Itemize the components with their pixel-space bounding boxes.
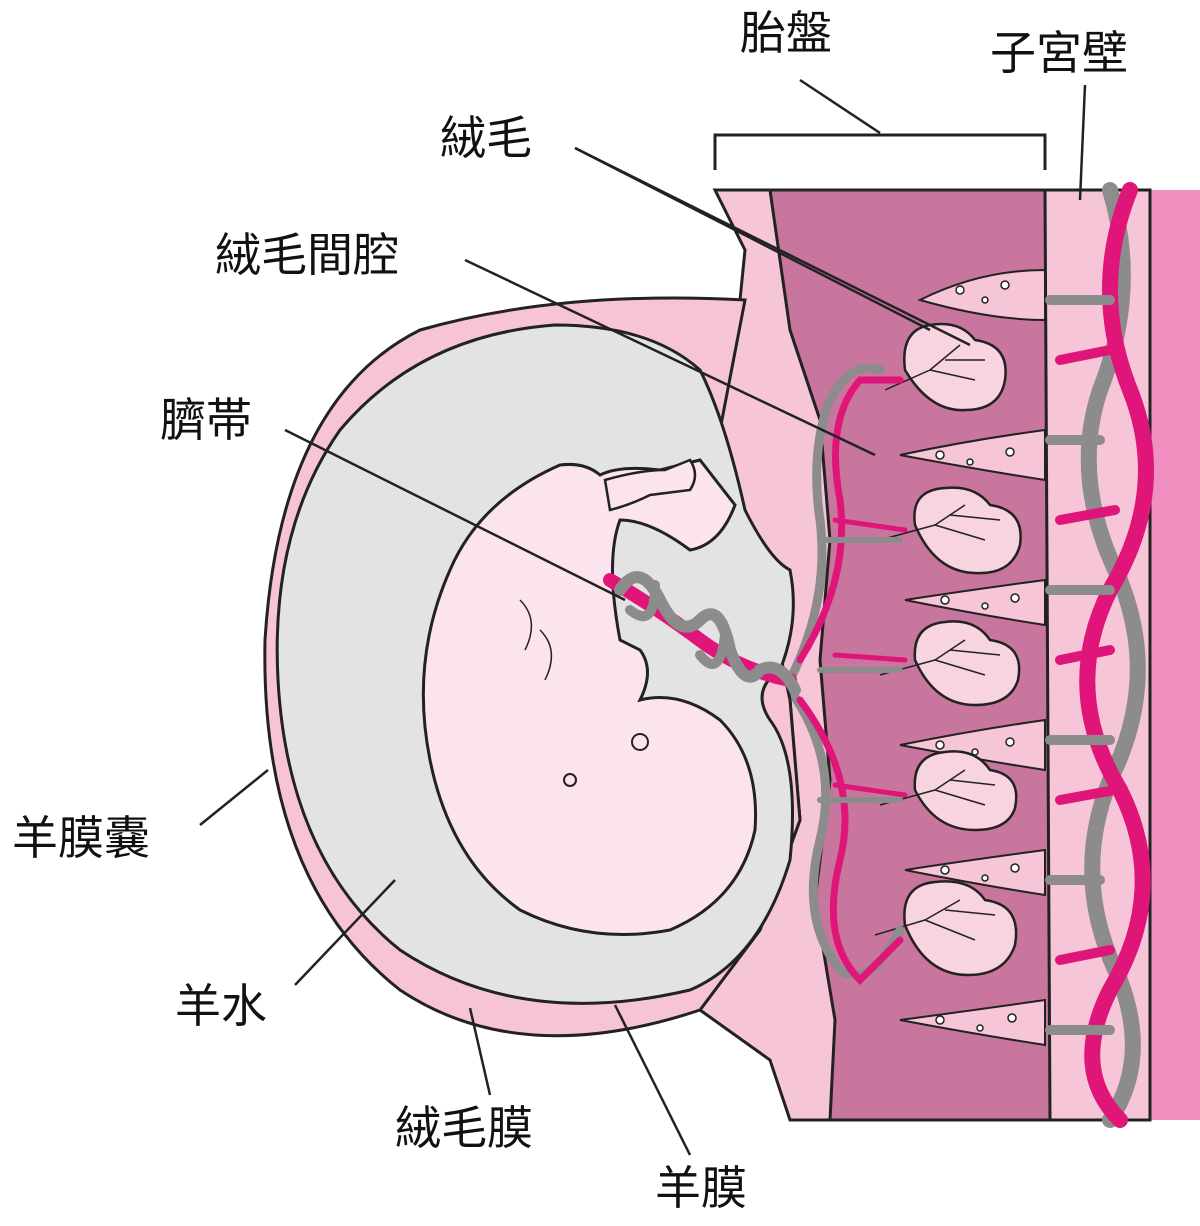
label-amnion: 羊膜 — [655, 1161, 747, 1215]
fetal-vessels — [785, 363, 908, 985]
label-uterine-wall: 子宮壁 — [990, 26, 1128, 80]
maternal-vessels — [1045, 182, 1154, 1128]
label-amniotic-sac: 羊膜嚢 — [12, 811, 150, 865]
label-amniotic-fluid: 羊水 — [175, 979, 267, 1033]
umbilical-cord — [603, 571, 801, 696]
label-villi: 絨毛 — [440, 111, 532, 165]
leader-lines — [199, 78, 1087, 1156]
placenta-bracket — [713, 133, 1047, 170]
label-intervillous-space: 絨毛間腔 — [215, 228, 399, 282]
uterine-wall — [1140, 190, 1200, 1120]
villus — [913, 620, 1021, 707]
fetus — [421, 458, 758, 936]
chorionic-villi — [903, 322, 1022, 977]
placental-septa — [899, 268, 1046, 1047]
label-umbilical-cord: 臍帯 — [160, 393, 252, 447]
villus — [903, 322, 1007, 412]
fetal-leg — [603, 458, 697, 512]
label-placenta: 胎盤 — [740, 6, 832, 60]
villus — [913, 750, 1018, 832]
villus — [913, 486, 1022, 575]
maternal-blood-speckles — [935, 280, 1020, 1032]
label-chorion: 絨毛膜 — [395, 1101, 533, 1155]
villus — [903, 880, 1018, 977]
